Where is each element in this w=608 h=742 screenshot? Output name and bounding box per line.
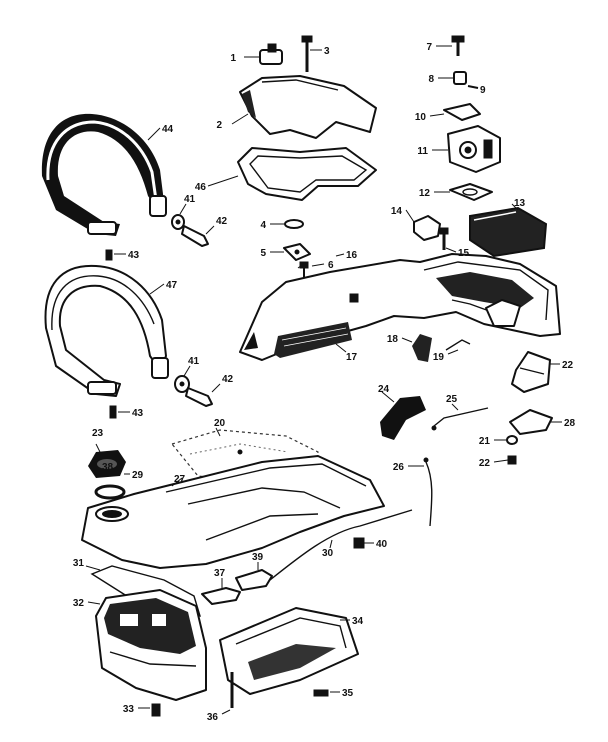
label-29: 29 xyxy=(132,470,144,481)
part-35-screw xyxy=(313,689,340,697)
part-19-spring xyxy=(445,339,471,355)
label-40: 40 xyxy=(376,539,388,550)
label-42-lower: 42 xyxy=(222,374,234,385)
part-22-bracket xyxy=(511,351,560,393)
label-23: 23 xyxy=(92,428,104,439)
part-34-bottom-plate xyxy=(219,607,359,695)
part-24-grip xyxy=(380,391,426,440)
part-17-grip xyxy=(274,322,352,358)
label-22-lower: 22 xyxy=(479,458,491,469)
part-33-screw xyxy=(138,703,161,717)
label-31: 31 xyxy=(73,558,85,569)
label-42-upper: 42 xyxy=(216,216,228,227)
part-40-screw xyxy=(353,537,374,549)
part-11-carburetor xyxy=(432,125,501,173)
part-30-rod xyxy=(269,509,413,581)
label-16: 16 xyxy=(346,250,358,261)
label-14: 14 xyxy=(391,206,403,217)
part-27-fuel-tank xyxy=(81,455,385,569)
part-4-clip xyxy=(270,219,304,229)
part-8-nut xyxy=(438,71,467,85)
label-24: 24 xyxy=(378,384,390,395)
part-36-screw xyxy=(221,672,234,715)
label-21: 21 xyxy=(479,436,491,447)
part-29-fuel-cap xyxy=(88,443,126,478)
part-38-o-ring xyxy=(94,473,130,500)
part-32-oil-tank xyxy=(87,589,207,701)
label-25: 25 xyxy=(446,394,458,405)
part-28-plate xyxy=(509,409,562,435)
part-41-42-43-upper-hardware xyxy=(105,203,215,261)
label-28: 28 xyxy=(564,418,576,429)
label-6: 6 xyxy=(328,260,334,271)
label-19: 19 xyxy=(433,352,445,363)
part-13-air-filter xyxy=(469,203,548,258)
part-37-fitting xyxy=(201,578,241,605)
part-10-linkage xyxy=(429,103,481,121)
label-35: 35 xyxy=(342,688,354,699)
part-5-washer xyxy=(270,243,311,261)
label-32: 32 xyxy=(73,598,85,609)
label-41-upper: 41 xyxy=(184,194,196,205)
label-12: 12 xyxy=(419,188,431,199)
label-38: 38 xyxy=(102,462,114,473)
label-5: 5 xyxy=(260,248,266,259)
part-15-screw xyxy=(439,227,457,253)
part-14-bracket xyxy=(405,209,441,241)
label-26: 26 xyxy=(393,462,405,473)
part-41-42-43-lower-hardware xyxy=(109,365,221,419)
label-46: 46 xyxy=(195,182,207,193)
label-33: 33 xyxy=(123,704,135,715)
label-10: 10 xyxy=(415,112,427,123)
label-39: 39 xyxy=(252,552,264,563)
label-43-lower: 43 xyxy=(132,408,144,419)
part-21-washer xyxy=(494,435,518,445)
label-1: 1 xyxy=(230,53,236,64)
label-22-upper: 22 xyxy=(562,360,574,371)
part-22-screw xyxy=(493,455,517,465)
part-46-gasket xyxy=(207,147,377,201)
label-43-upper: 43 xyxy=(128,250,140,261)
part-18-trigger xyxy=(401,334,432,362)
label-27: 27 xyxy=(174,474,186,485)
label-9: 9 xyxy=(480,85,486,96)
part-6-screw xyxy=(299,261,309,278)
label-15: 15 xyxy=(458,248,470,259)
part-3-screw xyxy=(301,35,322,72)
label-2: 2 xyxy=(216,120,222,131)
part-39-filter xyxy=(235,562,273,591)
label-13: 13 xyxy=(514,198,526,209)
part-7-screw xyxy=(436,35,465,56)
part-12-gasket xyxy=(434,183,493,201)
part-47-handle-bar xyxy=(44,264,169,397)
label-11: 11 xyxy=(417,146,428,157)
label-8: 8 xyxy=(428,74,434,85)
label-30: 30 xyxy=(322,548,334,559)
label-4: 4 xyxy=(260,220,266,231)
label-17: 17 xyxy=(346,352,358,363)
label-44: 44 xyxy=(162,124,174,135)
part-26-cable xyxy=(408,457,433,527)
part-44-handle-bar xyxy=(41,113,167,236)
label-47: 47 xyxy=(166,280,178,291)
part-1-knob xyxy=(244,43,283,65)
label-18: 18 xyxy=(387,334,399,345)
label-3: 3 xyxy=(324,46,330,57)
label-41-lower: 41 xyxy=(188,356,200,367)
part-9-pin xyxy=(467,85,479,89)
label-36: 36 xyxy=(207,712,219,723)
part-number-labels: 1 2 3 4 5 6 7 8 9 10 11 12 13 14 15 16 1… xyxy=(73,42,576,723)
label-34: 34 xyxy=(352,616,364,627)
label-7: 7 xyxy=(426,42,432,53)
label-20: 20 xyxy=(214,418,226,429)
part-25-rod xyxy=(431,403,489,431)
label-37: 37 xyxy=(214,568,226,579)
part-2-top-cover xyxy=(231,75,377,139)
